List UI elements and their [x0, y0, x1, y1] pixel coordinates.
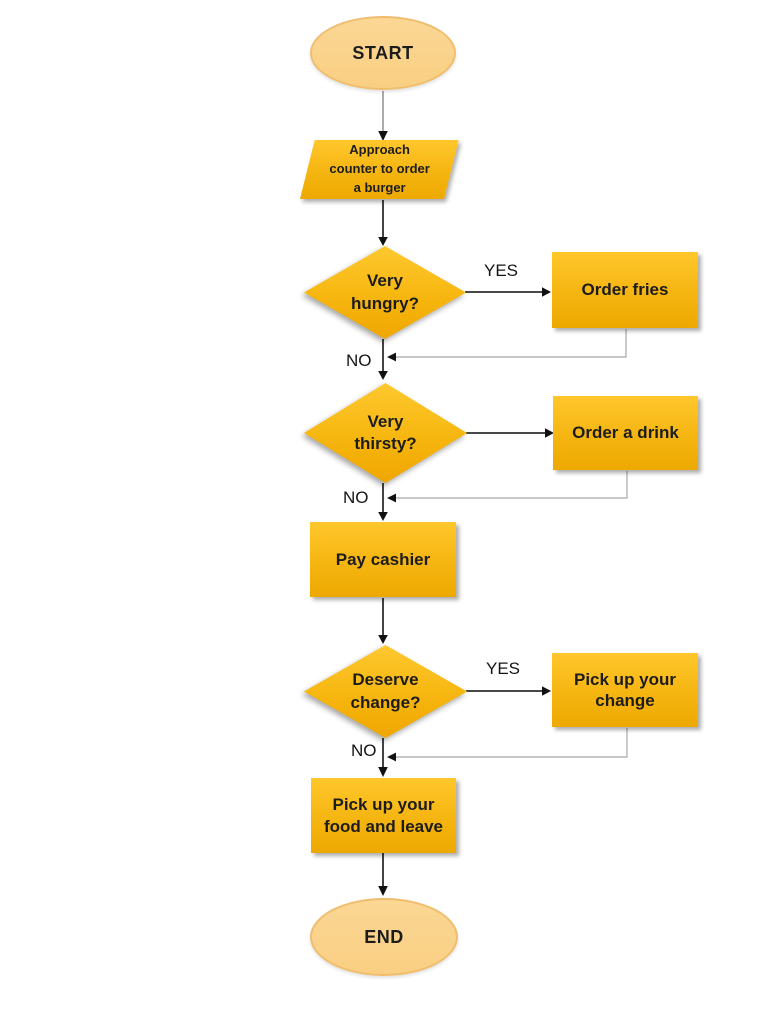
- parallelogram-shape: Approach counter to order a burger: [300, 140, 459, 199]
- edge-order-fries-return: [387, 329, 627, 362]
- edge-order-drink-return: [387, 471, 628, 503]
- node-order-fries: Order fries: [552, 252, 698, 328]
- edge-pickup-change-return: [387, 728, 628, 762]
- edge-label-hungry-yes: YES: [484, 261, 519, 280]
- edge-very-hungry-to-order-fries: [465, 287, 551, 297]
- edge-pay-cashier-to-deserve-change: [378, 598, 388, 644]
- node-order-drink-label: Order a drink: [572, 423, 679, 443]
- node-order-drink: Order a drink: [553, 396, 698, 470]
- node-deserve-change-label: Deserve change?: [350, 670, 421, 712]
- node-end: END: [310, 898, 458, 976]
- edge-label-change-no: NO: [351, 741, 377, 760]
- edge-very-thirsty-to-pay-cashier: [378, 483, 388, 521]
- node-pay-cashier: Pay cashier: [310, 522, 456, 597]
- node-pay-cashier-label: Pay cashier: [335, 549, 431, 569]
- edge-start-to-approach: [378, 91, 388, 141]
- decision-shape: Deserve change?: [304, 645, 467, 738]
- node-order-fries-label: Order fries: [581, 280, 669, 300]
- edge-label-thirsty-no: NO: [343, 488, 369, 507]
- edge-deserve-change-to-pickup-change: [466, 686, 551, 696]
- node-very-hungry-label: Very hungry?: [351, 271, 419, 313]
- edge-approach-to-very-hungry: [378, 200, 388, 246]
- node-pickup-change: Pick up your change: [552, 653, 698, 727]
- node-approach-counter-label: Approach counter to order a burger: [329, 142, 430, 195]
- edge-very-thirsty-to-order-drink: [466, 428, 554, 438]
- node-end-label: END: [364, 926, 404, 947]
- node-start-label: START: [352, 42, 414, 63]
- edge-pickup-food-to-end: [378, 853, 388, 896]
- edge-label-change-yes: YES: [486, 659, 521, 678]
- node-very-thirsty: Very thirsty?: [304, 383, 467, 483]
- edge-deserve-change-to-pickup-food: [378, 738, 388, 777]
- node-approach-counter: Approach counter to order a burger: [300, 140, 459, 199]
- decision-shape: Very hungry?: [304, 246, 466, 339]
- node-pickup-food: Pick up your food and leave: [311, 778, 456, 853]
- node-very-thirsty-label: Very thirsty?: [354, 411, 417, 453]
- node-very-hungry: Very hungry?: [304, 246, 466, 339]
- edge-label-hungry-no: NO: [346, 351, 372, 370]
- node-pickup-change-label: Pick up your change: [573, 669, 677, 710]
- node-pickup-food-label: Pick up your food and leave: [323, 795, 444, 836]
- node-deserve-change: Deserve change?: [304, 645, 467, 738]
- node-start: START: [310, 16, 456, 90]
- edge-very-hungry-to-very-thirsty: [378, 339, 388, 380]
- decision-shape: Very thirsty?: [304, 383, 467, 483]
